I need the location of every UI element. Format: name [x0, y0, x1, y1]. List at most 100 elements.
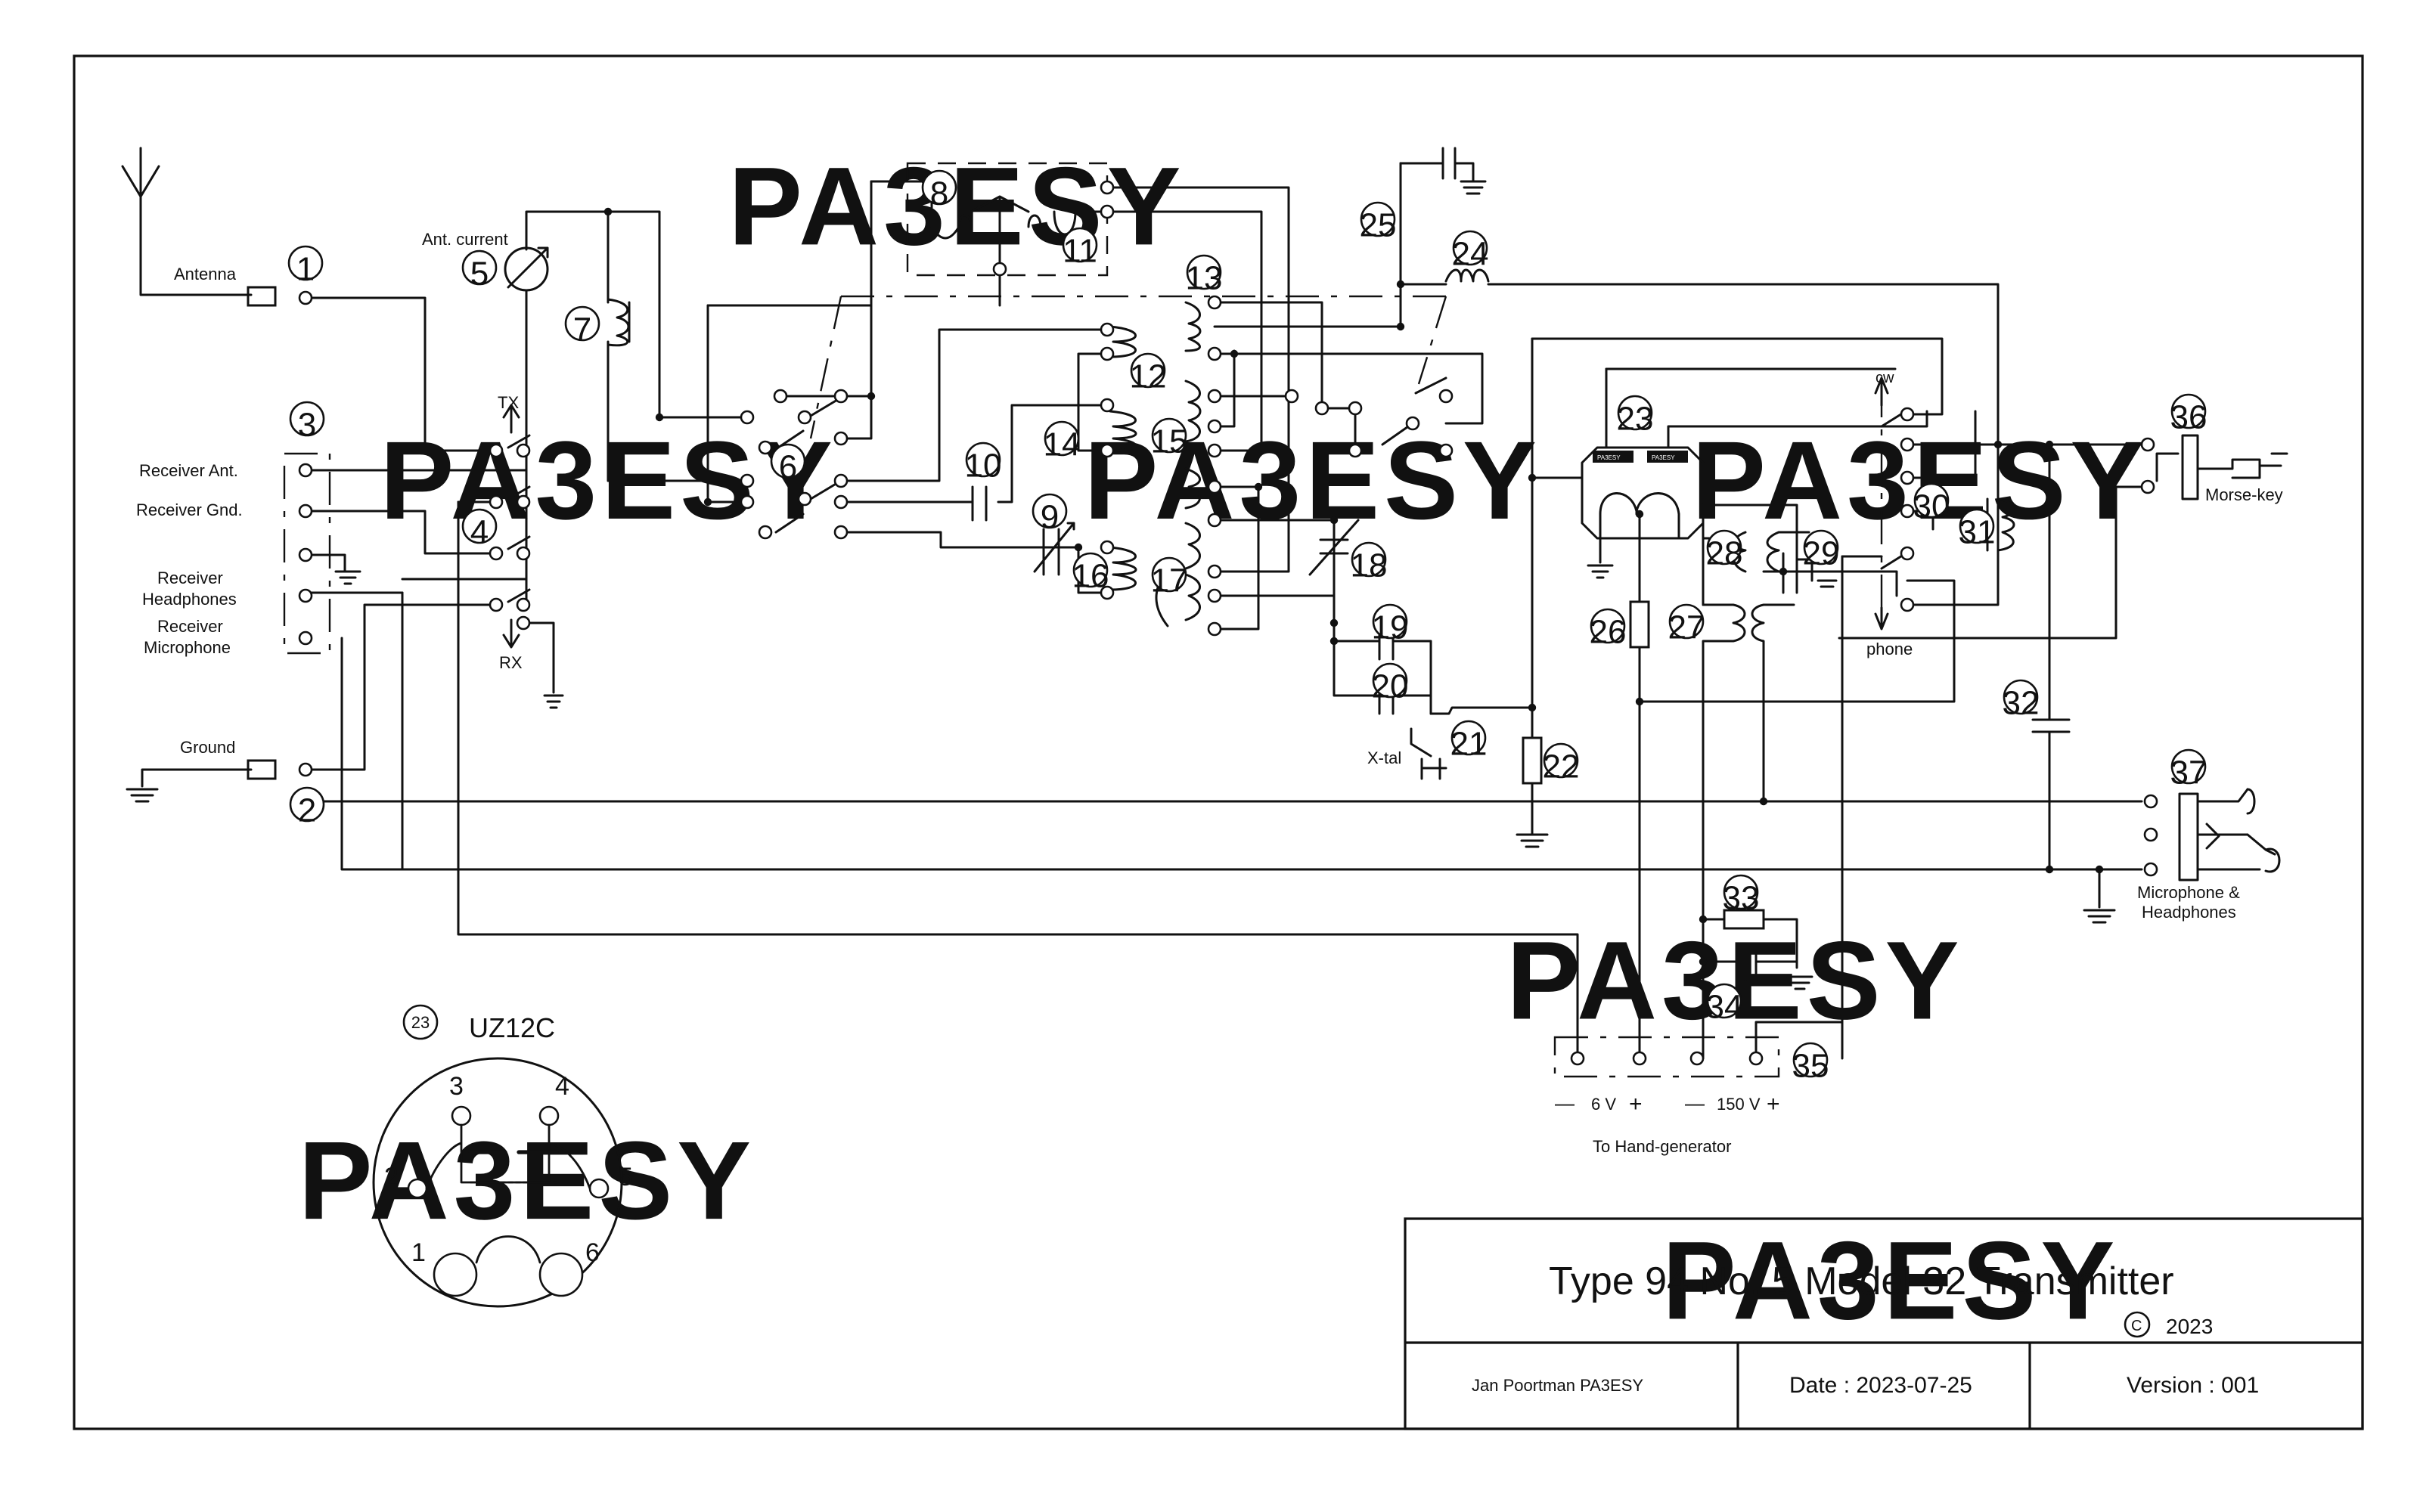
component-number-text: 27 — [1668, 609, 1705, 646]
copyright-year: 2023 — [2166, 1315, 2213, 1338]
component-number-11: 11 — [1062, 227, 1098, 270]
component-number-8: 8 — [921, 169, 957, 212]
terminal — [773, 389, 788, 404]
labels: Antenna Ground Ant. current Receiver Ant… — [136, 230, 2283, 1156]
component-number-32: 32 — [2003, 679, 2039, 722]
label-morse-key: Morse-key — [2205, 485, 2283, 504]
component-number-text: 25 — [1360, 207, 1397, 244]
component-number-31: 31 — [1959, 508, 1996, 551]
watermarks: PA3ESY PA3ESY PA3ESY PA3ESY PA3ESY PA3ES… — [299, 144, 2145, 1343]
resistor-22 — [1522, 736, 1543, 785]
tube-pin-6 — [538, 1252, 584, 1297]
component-number-text: 16 — [1072, 558, 1109, 595]
terminal — [1900, 437, 1915, 452]
component-number-5: 5 — [461, 249, 498, 293]
terminal — [1570, 1051, 1585, 1066]
dashed-boundaries — [283, 162, 1883, 1078]
component-number-3: 3 — [289, 401, 325, 444]
author: Jan Poortman PA3ESY — [1472, 1376, 1643, 1395]
label-hand-generator: To Hand-generator — [1593, 1137, 1731, 1156]
watermark-7: PA3ESY — [1662, 1219, 2119, 1343]
terminal — [516, 597, 531, 612]
title-block-frame — [1404, 1217, 2364, 1430]
component-number-16: 16 — [1072, 552, 1109, 595]
component-number-24: 24 — [1452, 230, 1489, 273]
watermark-1: PA3ESY — [728, 144, 1185, 268]
terminal — [797, 410, 812, 425]
component-number-text: 2 — [298, 792, 316, 829]
terminal — [1100, 180, 1115, 195]
component-number-14: 14 — [1044, 420, 1080, 463]
drawing-date: Date : 2023-07-25 — [1789, 1373, 1972, 1398]
terminal — [1438, 443, 1454, 458]
tube-chip-left: PA3ESY — [1597, 454, 1621, 461]
terminal — [516, 546, 531, 561]
component-number-text: 4 — [470, 514, 489, 551]
component-number-22: 22 — [1543, 742, 1579, 785]
component-number-20: 20 — [1372, 662, 1408, 705]
component-number-text: 29 — [1803, 535, 1840, 572]
component-number-text: 17 — [1151, 562, 1188, 600]
component-number-text: 7 — [573, 311, 591, 349]
label-rx: RX — [499, 653, 523, 672]
tube-pin-label-2: 2 — [384, 1163, 399, 1191]
terminal — [1900, 503, 1915, 519]
tube-pin-1 — [433, 1252, 478, 1297]
terminal — [1207, 443, 1222, 458]
terminal — [740, 410, 755, 425]
terminal — [1207, 346, 1222, 361]
label-tx: TX — [498, 393, 519, 412]
terminal — [1900, 597, 1915, 612]
component-number-text: 34 — [1706, 989, 1743, 1026]
terminal — [298, 588, 313, 603]
label-150v: 150 V — [1717, 1095, 1761, 1114]
label-6v: 6 V — [1591, 1095, 1616, 1114]
component-number-1: 1 — [287, 245, 324, 288]
ground-plug — [247, 759, 277, 780]
terminal — [298, 290, 313, 305]
terminal — [992, 262, 1007, 277]
terminal — [2143, 827, 2158, 842]
antenna-plug — [247, 286, 277, 307]
tube-base-diagram: 23 UZ12C 3 4 2 5 1 6 — [372, 1004, 633, 1308]
component-number-10: 10 — [965, 442, 1002, 485]
label-mic-headphones-1: Microphone & — [2137, 883, 2240, 902]
component-number-text: 24 — [1452, 236, 1489, 273]
junction-dots — [603, 207, 2104, 966]
terminal — [1207, 295, 1222, 310]
component-number-15: 15 — [1151, 417, 1188, 460]
component-number-text: 12 — [1130, 358, 1167, 395]
label-150v-minus: — — [1685, 1092, 1705, 1114]
label-mic-headphones-2: Headphones — [2142, 903, 2236, 922]
terminal — [1748, 1051, 1764, 1066]
terminal — [2143, 794, 2158, 809]
component-number-text: 30 — [1913, 488, 1950, 525]
terminal — [2140, 479, 2155, 494]
terminal — [1207, 564, 1222, 579]
component-number-text: 15 — [1151, 423, 1188, 460]
component-number-2: 2 — [289, 786, 325, 829]
component-number-text: 31 — [1959, 514, 1996, 551]
terminal — [1314, 401, 1329, 416]
component-number-4: 4 — [461, 508, 498, 551]
component-number-9: 9 — [1032, 493, 1068, 536]
label-6v-minus: — — [1555, 1092, 1575, 1114]
terminal — [1100, 322, 1115, 337]
terminal — [1100, 585, 1115, 600]
terminal — [1100, 540, 1115, 555]
tube-pin-label-1: 1 — [411, 1238, 426, 1267]
component-number-37: 37 — [2170, 748, 2207, 792]
terminal — [1207, 513, 1222, 528]
component-number-35: 35 — [1792, 1042, 1829, 1085]
terminal — [1207, 479, 1222, 494]
component-number-text: 18 — [1351, 547, 1388, 584]
component-number-text: 28 — [1706, 535, 1743, 572]
component-number-text: 10 — [965, 448, 1002, 485]
tube-pin-5 — [588, 1178, 610, 1199]
terminal — [2140, 437, 2155, 452]
terminal — [2143, 862, 2158, 877]
ammeter-5 — [504, 246, 549, 292]
component-number-text: 21 — [1450, 726, 1488, 763]
component-number-text: 35 — [1792, 1048, 1829, 1085]
